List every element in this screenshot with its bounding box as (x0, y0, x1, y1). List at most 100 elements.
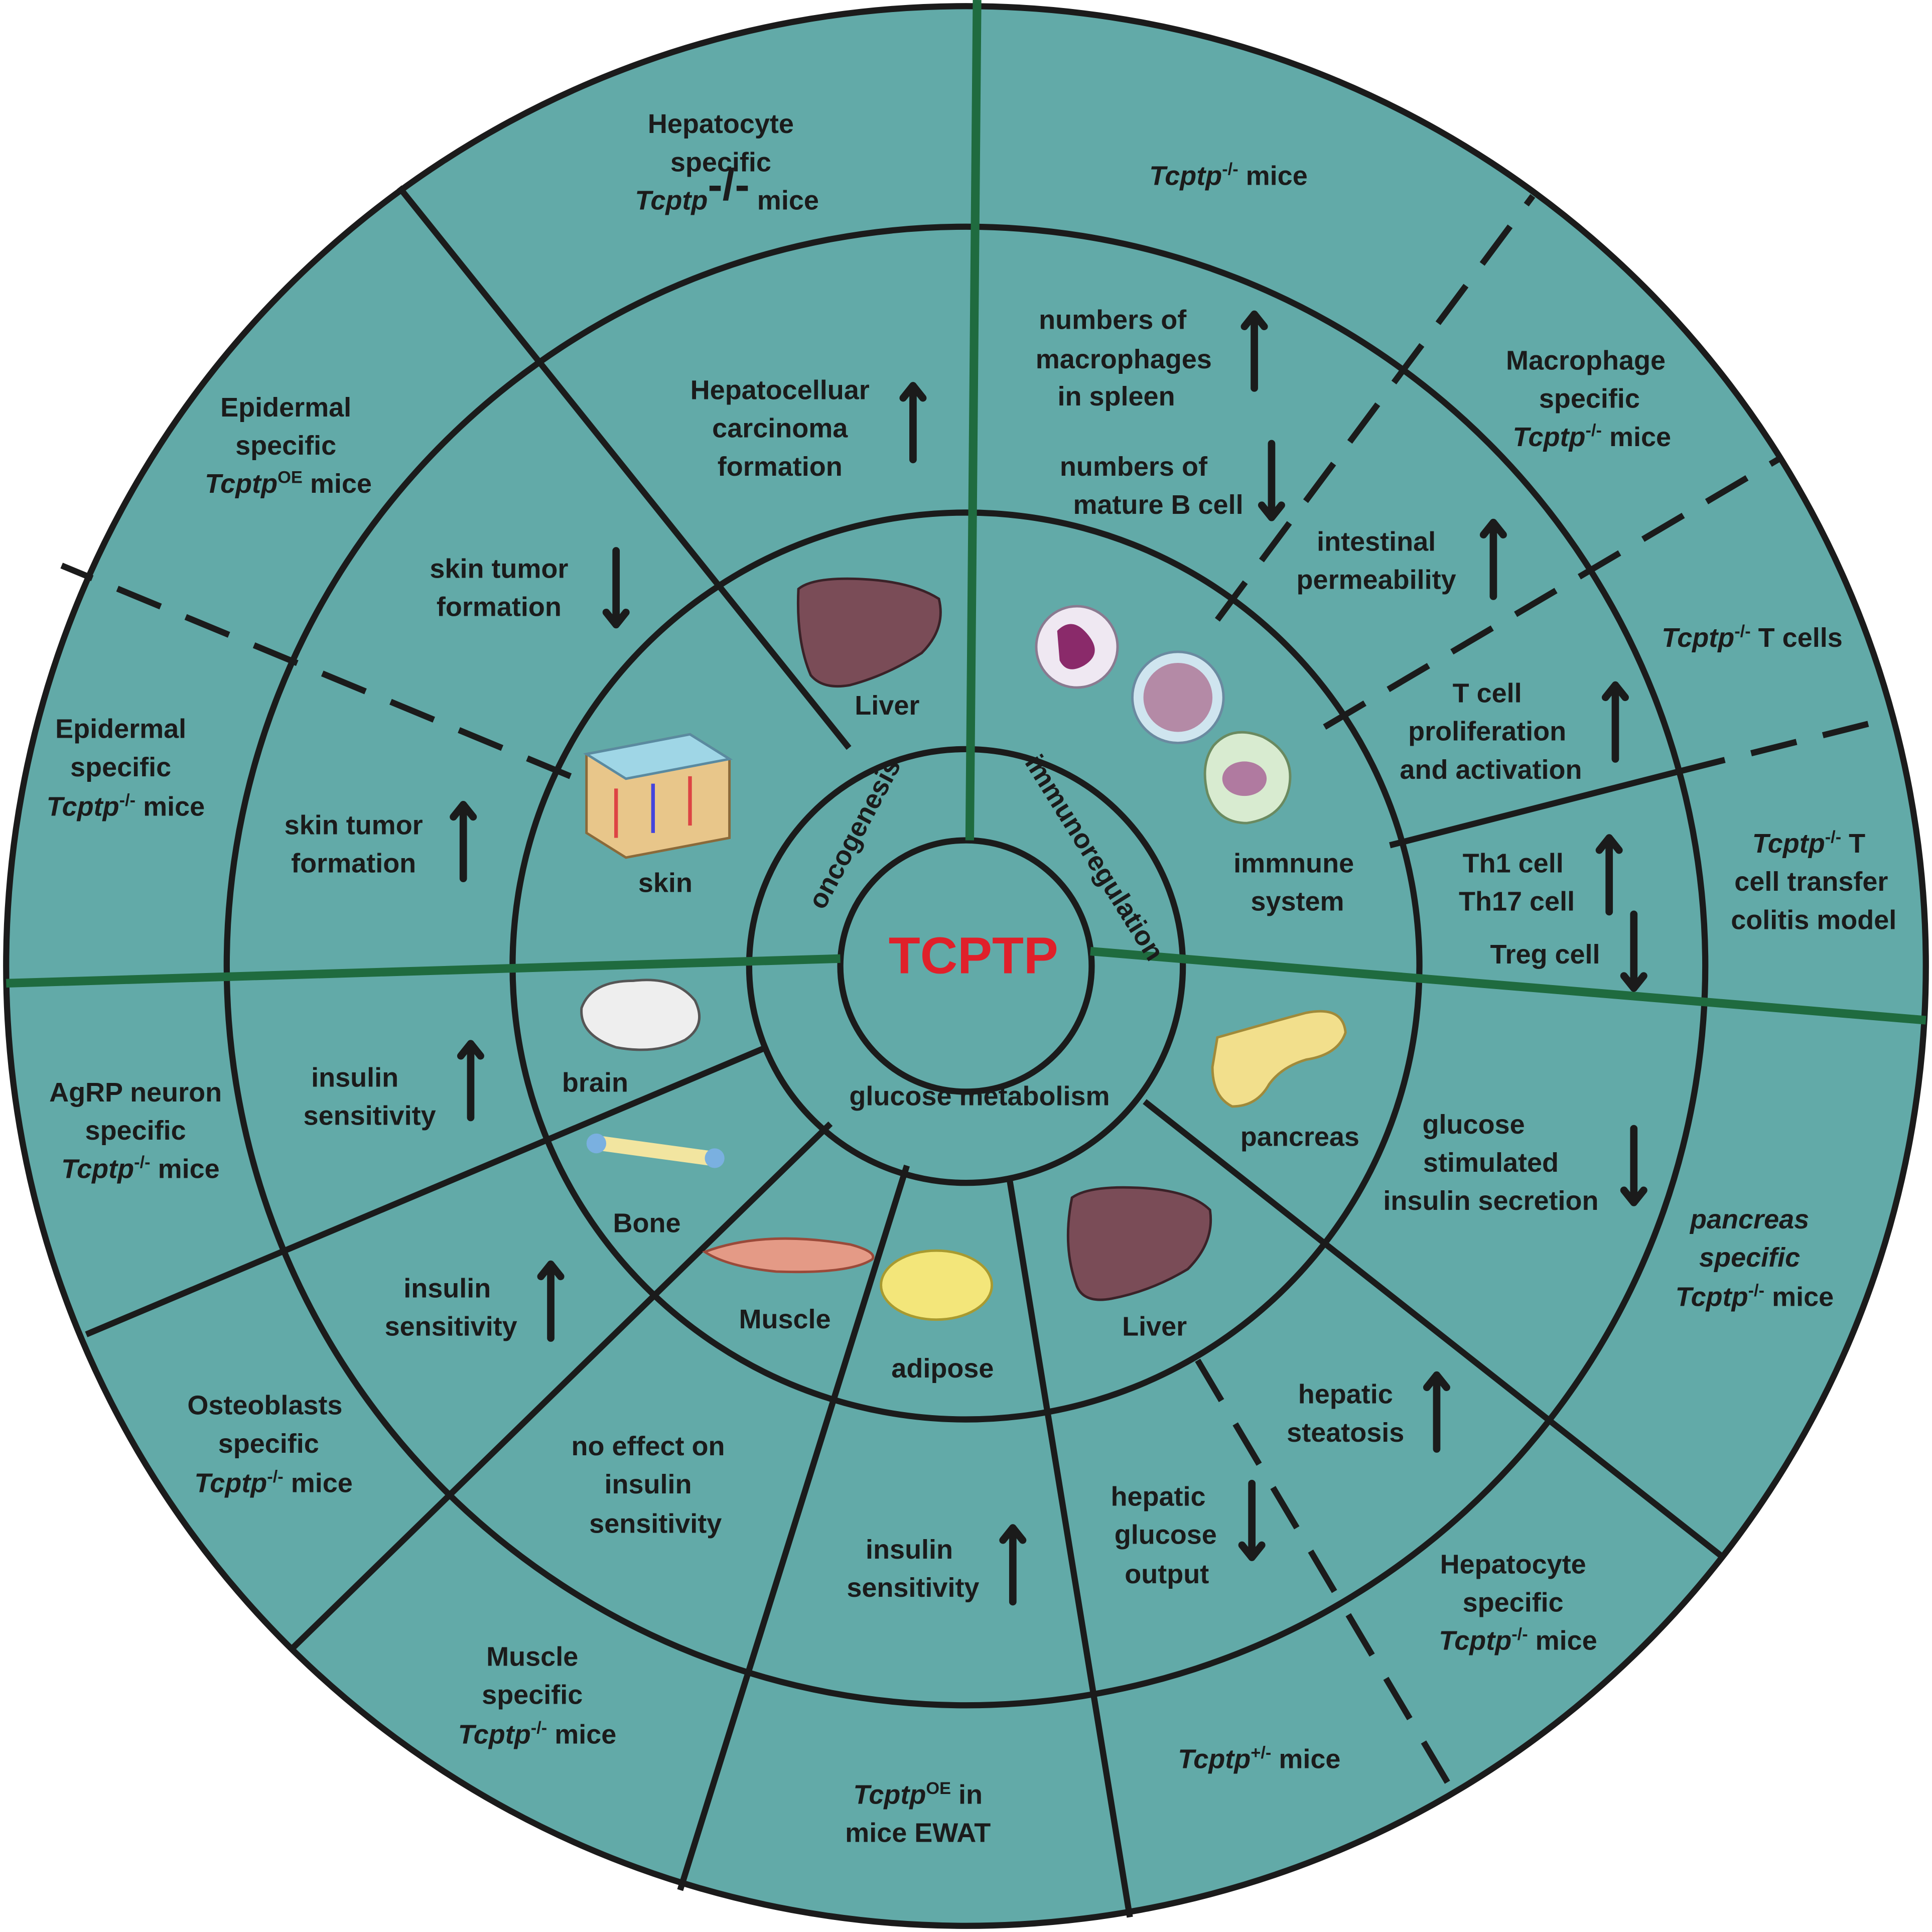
svg-text:sensitivity: sensitivity (847, 1573, 979, 1603)
svg-text:macrophages: macrophages (1036, 344, 1212, 374)
svg-text:skin tumor: skin tumor (285, 810, 423, 840)
sector-dividers (85, 185, 1722, 1918)
tissue-immune-l1: immnune (1233, 848, 1354, 878)
muscle-icon (702, 1237, 875, 1274)
model-hepatocyte-top: Hepatocyte specific Tcptp-/- mice (635, 109, 818, 215)
svg-text:cell transfer: cell transfer (1734, 867, 1888, 897)
tissue-muscle: Muscle (739, 1304, 831, 1334)
svg-text:insulin: insulin (866, 1535, 953, 1565)
svg-text:insulin: insulin (311, 1063, 398, 1093)
effect-tcell: T cell proliferation and activation (1400, 678, 1625, 785)
svg-text:hepatic: hepatic (1298, 1379, 1393, 1410)
svg-text:Tcptp-/- mice: Tcptp-/- mice (635, 160, 818, 216)
svg-text:Tcptp+/- mice: Tcptp+/- mice (1178, 1743, 1340, 1774)
tissue-bone: Bone (613, 1208, 681, 1238)
svg-text:numbers of: numbers of (1060, 452, 1208, 482)
macrophage-icon (1203, 731, 1292, 824)
svg-text:Hepatocyte: Hepatocyte (648, 109, 794, 139)
model-epidermal-ko: Epidermal specific Tcptp-/- mice (47, 714, 205, 822)
theme-glucose-metabolism: glucose metabolism (849, 1081, 1110, 1111)
svg-text:Tcptp-/- mice: Tcptp-/- mice (458, 1719, 617, 1750)
dashed-dividers (60, 194, 1896, 1791)
svg-text:Tcptp-/- mice: Tcptp-/- mice (1676, 1281, 1834, 1312)
svg-text:mature B cell: mature B cell (1073, 490, 1243, 520)
model-osteoblasts: Osteoblasts specific Tcptp-/- mice (187, 1391, 352, 1498)
svg-text:specific: specific (482, 1680, 583, 1710)
svg-text:proliferation: proliferation (1408, 717, 1566, 747)
tissue-liver-bottom: Liver (1122, 1312, 1187, 1342)
svg-text:skin tumor: skin tumor (430, 554, 568, 584)
effect-brain-insulin: insulin sensitivity (304, 1044, 481, 1131)
svg-text:specific: specific (1699, 1243, 1800, 1273)
svg-text:Tcptp-/- mice: Tcptp-/- mice (47, 791, 205, 822)
model-het: Tcptp+/- mice (1178, 1743, 1340, 1774)
model-tcells: Tcptp-/- T cells (1662, 622, 1843, 653)
svg-text:Treg cell: Treg cell (1490, 939, 1600, 970)
tissue-skin: skin (638, 868, 693, 898)
svg-text:glucose: glucose (1115, 1520, 1217, 1550)
outer-ring (3, 3, 1929, 1929)
svg-text:sensitivity: sensitivity (589, 1508, 722, 1539)
lymphocyte-icon (1131, 650, 1225, 745)
svg-text:specific: specific (1539, 384, 1640, 414)
svg-text:hepatic: hepatic (1111, 1481, 1206, 1511)
pancreas-icon (1211, 1010, 1347, 1108)
center-title: TCPTP (889, 927, 1058, 985)
svg-text:TcptpOE mice: TcptpOE mice (205, 468, 372, 499)
tissue-brain: brain (562, 1067, 628, 1097)
svg-text:Tcptp-/- mice: Tcptp-/- mice (1149, 160, 1308, 191)
svg-text:colitis model: colitis model (1731, 905, 1896, 935)
svg-text:stimulated: stimulated (1423, 1148, 1559, 1178)
svg-text:Tcptp-/- mice: Tcptp-/- mice (194, 1467, 353, 1498)
model-ewat: TcptpOE in mice EWAT (845, 1779, 991, 1848)
svg-text:Epidermal: Epidermal (55, 714, 186, 744)
svg-text:Th1 cell: Th1 cell (1463, 848, 1564, 878)
effect-intestinal: intestinal permeability (1297, 522, 1503, 596)
svg-text:Th17 cell: Th17 cell (1459, 887, 1575, 917)
svg-text:specific: specific (218, 1429, 319, 1459)
effect-bcell: numbers of mature B cell (1060, 444, 1282, 520)
svg-text:carcinoma: carcinoma (712, 413, 848, 444)
svg-text:Muscle: Muscle (486, 1642, 578, 1672)
effect-steatosis: hepatic steatosis (1287, 1375, 1446, 1449)
svg-text:Osteoblasts: Osteoblasts (187, 1391, 342, 1421)
svg-text:specific: specific (235, 431, 336, 461)
effect-gsis: glucose stimulated insulin secretion (1383, 1110, 1643, 1216)
theme-ring (746, 746, 1186, 1186)
svg-text:pancreas: pancreas (1689, 1204, 1809, 1234)
svg-text:sensitivity: sensitivity (304, 1101, 436, 1131)
svg-text:mice EWAT: mice EWAT (845, 1818, 991, 1848)
tissue-pancreas: pancreas (1240, 1122, 1359, 1152)
model-muscle: Muscle specific Tcptp-/- mice (458, 1642, 617, 1750)
svg-text:specific: specific (85, 1116, 186, 1146)
effect-macrophages: numbers of macrophages in spleen (1036, 305, 1264, 411)
svg-text:insulin: insulin (403, 1273, 491, 1303)
svg-text:TcptpOE in: TcptpOE in (853, 1779, 983, 1810)
svg-text:Macrophage: Macrophage (1506, 346, 1666, 376)
svg-text:specific: specific (670, 147, 771, 177)
model-macrophage: Macrophage specific Tcptp-/- mice (1506, 346, 1671, 452)
svg-text:Tcptp-/- T cells: Tcptp-/- T cells (1662, 622, 1843, 653)
svg-text:steatosis: steatosis (1287, 1418, 1404, 1448)
svg-text:in spleen: in spleen (1058, 381, 1175, 411)
model-hepatocyte-bottom: Hepatocyte specific Tcptp-/- mice (1439, 1549, 1597, 1655)
svg-text:formation: formation (291, 848, 416, 878)
adipose-icon (880, 1249, 994, 1321)
theme-dividers (6, 0, 1926, 1025)
svg-text:intestinal: intestinal (1317, 527, 1436, 557)
svg-text:Tcptp-/- mice: Tcptp-/- mice (1439, 1625, 1597, 1656)
skin-icon (583, 733, 733, 859)
neutrophil-icon (1035, 605, 1119, 689)
center-circle (837, 837, 1095, 1095)
svg-text:Epidermal: Epidermal (220, 392, 351, 423)
svg-text:and activation: and activation (1400, 755, 1582, 785)
svg-text:Tcptp-/- T: Tcptp-/- T (1752, 827, 1865, 859)
svg-text:insulin: insulin (605, 1469, 692, 1499)
brain-icon (580, 979, 701, 1051)
model-tcptp-ko: Tcptp-/- mice (1149, 160, 1308, 191)
model-agrp: AgRP neuron specific Tcptp-/- mice (49, 1077, 222, 1184)
svg-text:Tcptp-/- mice: Tcptp-/- mice (61, 1153, 220, 1184)
effect-skin-tumor-down: skin tumor formation (430, 551, 626, 625)
model-epidermal-oe: Epidermal specific TcptpOE mice (205, 392, 372, 499)
